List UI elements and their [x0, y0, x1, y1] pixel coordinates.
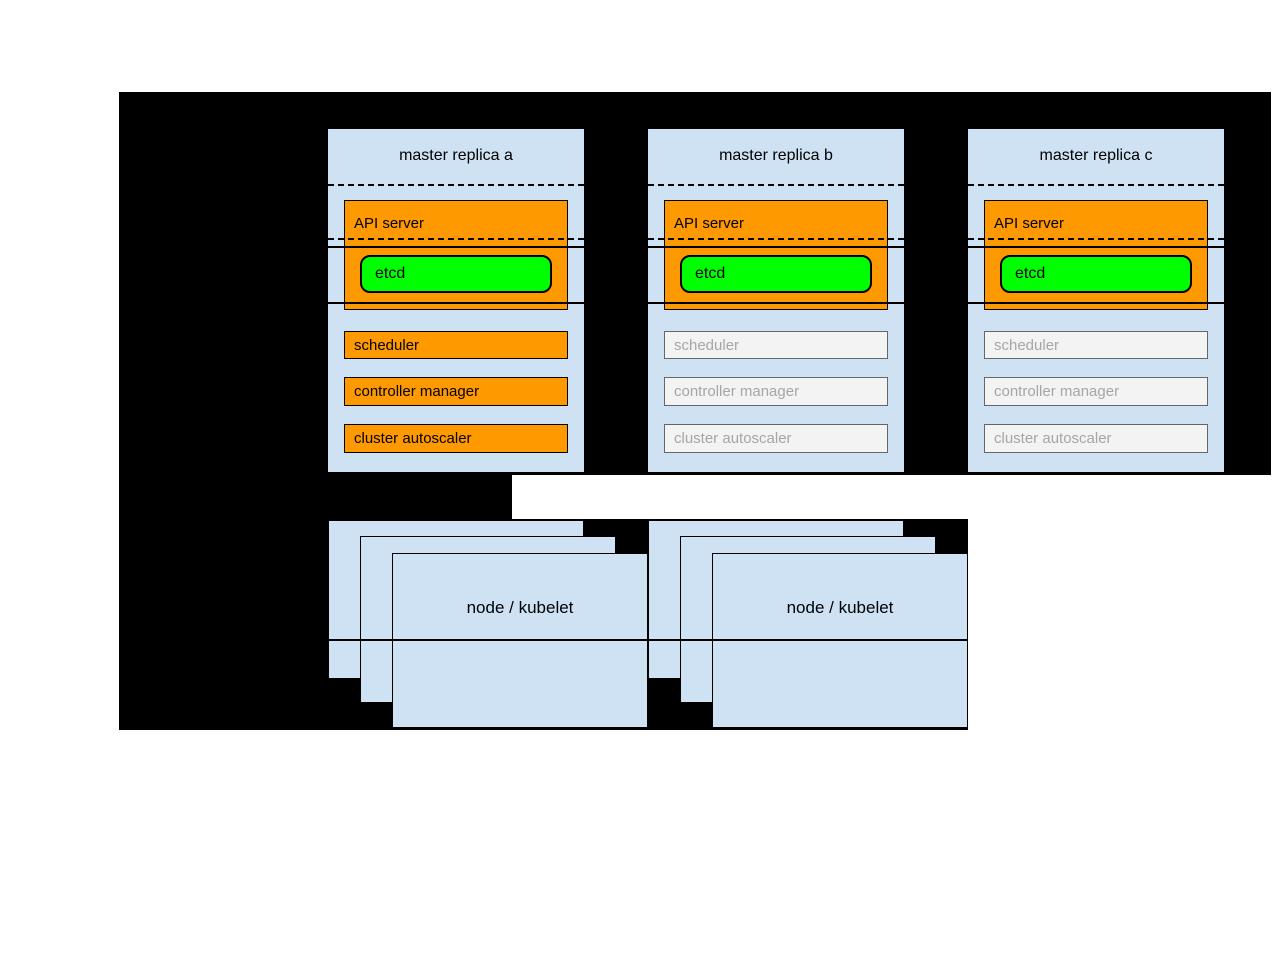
component-box-controller-manager: controller manager: [984, 377, 1208, 406]
etcd-cluster-line: [968, 302, 1224, 304]
component-box-scheduler: scheduler: [984, 331, 1208, 359]
etcd-box: etcd: [360, 255, 552, 293]
node-divider-line: [328, 639, 968, 641]
component-box-cluster-autoscaler: cluster autoscaler: [664, 424, 888, 453]
api-server-label: API server: [994, 215, 1065, 232]
loadbalancer-dashed-line: [328, 184, 584, 186]
master-replica-panel-c: master replica c API server etcd schedul…: [968, 129, 1224, 472]
background-block-left: [119, 475, 512, 519]
etcd-cluster-line: [648, 302, 904, 304]
loadbalancer-dashed-line: [648, 238, 904, 240]
etcd-cluster-line: [648, 246, 904, 248]
etcd-cluster-line: [968, 246, 1224, 248]
component-box-controller-manager: controller manager: [344, 377, 568, 406]
etcd-box: etcd: [680, 255, 872, 293]
node-kubelet-label: node / kubelet: [786, 598, 894, 617]
api-server-label: API server: [354, 215, 425, 232]
etcd-container-box: etcd: [664, 246, 888, 310]
loadbalancer-dashed-line: [968, 184, 1224, 186]
component-box-cluster-autoscaler: cluster autoscaler: [344, 424, 568, 453]
etcd-box: etcd: [1000, 255, 1192, 293]
loadbalancer-dashed-line: [328, 238, 584, 240]
master-replica-panel-a: master replica a API server etcd schedul…: [328, 129, 584, 472]
etcd-container-box: etcd: [344, 246, 568, 310]
master-replica-panel-b: master replica b API server etcd schedul…: [648, 129, 904, 472]
panel-title: master replica a: [399, 147, 513, 164]
etcd-label: etcd: [1015, 265, 1046, 282]
etcd-label: etcd: [695, 265, 726, 282]
loadbalancer-dashed-line: [968, 238, 1224, 240]
component-box-scheduler: scheduler: [344, 331, 568, 359]
node-kubelet-label: node / kubelet: [466, 598, 574, 617]
component-box-controller-manager: controller manager: [664, 377, 888, 406]
etcd-cluster-line: [328, 246, 584, 248]
etcd-label: etcd: [375, 265, 406, 282]
panel-title: master replica c: [1039, 147, 1153, 164]
api-server-label: API server: [674, 215, 745, 232]
component-box-cluster-autoscaler: cluster autoscaler: [984, 424, 1208, 453]
panel-title: master replica b: [719, 147, 833, 164]
loadbalancer-dashed-line: [648, 184, 904, 186]
component-box-scheduler: scheduler: [664, 331, 888, 359]
etcd-container-box: etcd: [984, 246, 1208, 310]
etcd-cluster-line: [328, 302, 584, 304]
